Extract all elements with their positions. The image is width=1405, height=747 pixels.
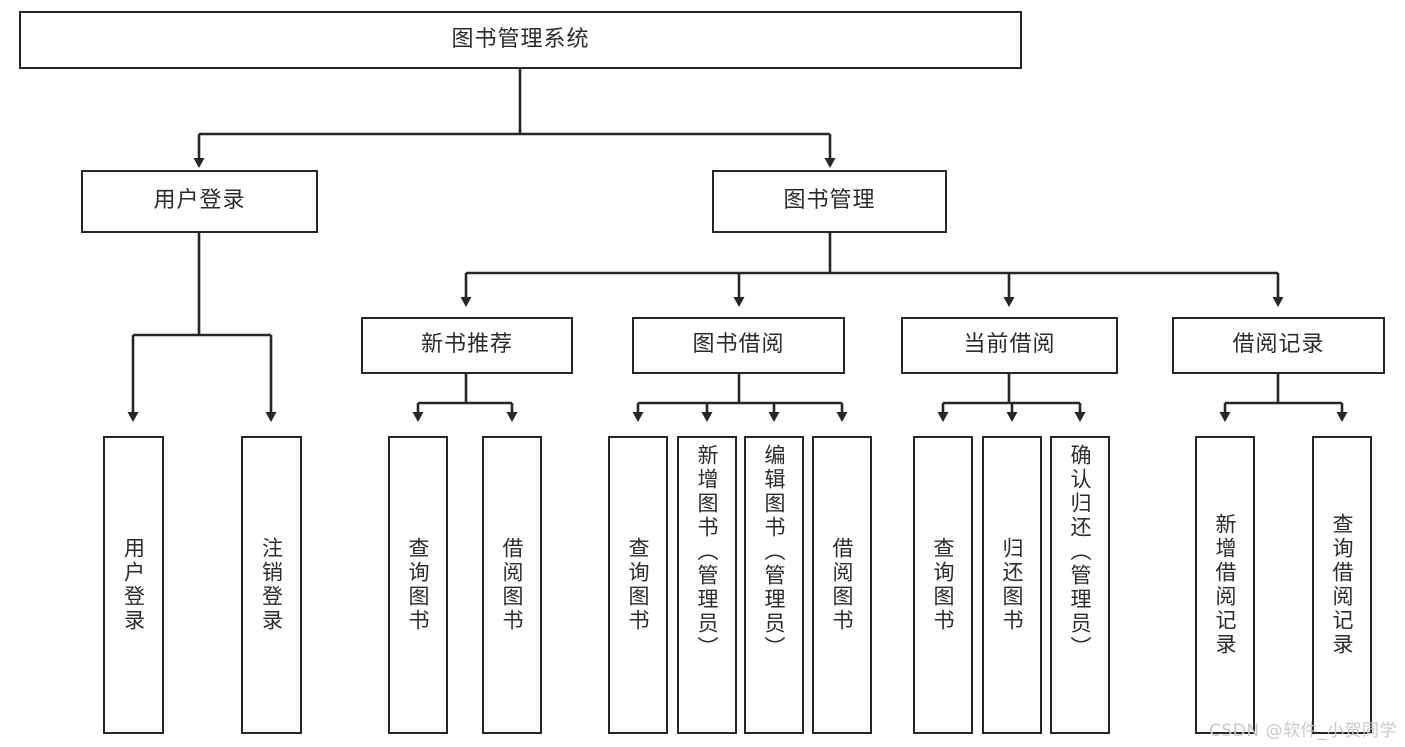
leaf-book-borrow-4-label: 借阅图书 (830, 537, 855, 633)
node-current-borrow[interactable]: 当前借阅 (901, 317, 1118, 374)
leaf-current-borrow-3-label: 确认归还（管理员） (1068, 444, 1093, 660)
leaf-new-book-1-label: 查询图书 (406, 537, 431, 633)
node-current-borrow-label: 当前借阅 (963, 332, 1056, 358)
leaf-user-login-1-label: 用户登录 (121, 537, 146, 633)
leaf-new-book-2-label: 借阅图书 (500, 537, 525, 633)
leaf-user-login-2-label: 注销登录 (259, 537, 284, 633)
leaf-current-borrow-2-label: 归还图书 (1000, 537, 1025, 633)
node-root-label: 图书管理系统 (451, 26, 590, 52)
leaf-book-borrow-3-label: 编辑图书（管理员） (762, 444, 787, 660)
node-borrow-record[interactable]: 借阅记录 (1172, 317, 1385, 374)
node-book-management-label: 图书管理 (783, 188, 876, 214)
leaf-book-borrow-1-label: 查询图书 (626, 537, 651, 633)
leaf-current-borrow-2[interactable]: 归还图书 (982, 436, 1042, 734)
leaf-current-borrow-1[interactable]: 查询图书 (913, 436, 973, 734)
leaf-book-borrow-2[interactable]: 新增图书（管理员） (677, 436, 737, 734)
node-new-book-recommend[interactable]: 新书推荐 (361, 317, 573, 374)
leaf-book-borrow-1[interactable]: 查询图书 (608, 436, 668, 734)
leaf-current-borrow-1-label: 查询图书 (931, 537, 956, 633)
leaf-new-book-2[interactable]: 借阅图书 (482, 436, 542, 734)
leaf-current-borrow-3[interactable]: 确认归还（管理员） (1050, 436, 1110, 734)
leaf-book-borrow-4[interactable]: 借阅图书 (812, 436, 872, 734)
node-user-login-label: 用户登录 (153, 188, 246, 214)
node-root[interactable]: 图书管理系统 (19, 11, 1022, 69)
leaf-user-login-2[interactable]: 注销登录 (241, 436, 302, 734)
leaf-borrow-record-1-label: 新增借阅记录 (1213, 513, 1238, 657)
node-new-book-recommend-label: 新书推荐 (420, 332, 513, 358)
node-book-borrow[interactable]: 图书借阅 (632, 317, 845, 374)
leaf-book-borrow-2-label: 新增图书（管理员） (695, 444, 720, 660)
leaf-borrow-record-2[interactable]: 查询借阅记录 (1312, 436, 1372, 734)
node-user-login[interactable]: 用户登录 (81, 170, 318, 233)
node-borrow-record-label: 借阅记录 (1232, 332, 1325, 358)
leaf-borrow-record-1[interactable]: 新增借阅记录 (1195, 436, 1255, 734)
leaf-book-borrow-3[interactable]: 编辑图书（管理员） (744, 436, 804, 734)
leaf-user-login-1[interactable]: 用户登录 (103, 436, 164, 734)
node-book-management[interactable]: 图书管理 (712, 170, 947, 233)
leaf-borrow-record-2-label: 查询借阅记录 (1330, 513, 1355, 657)
leaf-new-book-1[interactable]: 查询图书 (388, 436, 448, 734)
node-book-borrow-label: 图书借阅 (692, 332, 785, 358)
